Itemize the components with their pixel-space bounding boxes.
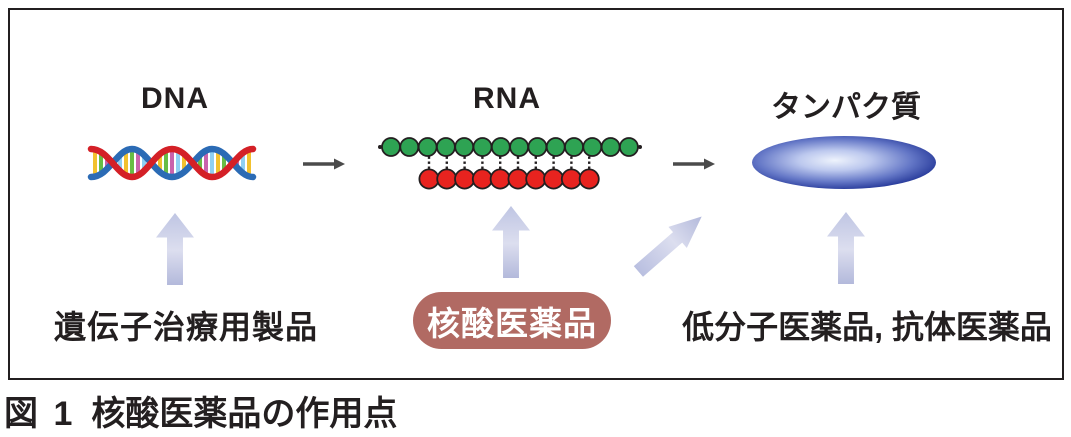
- nucleic-acid-badge: 核酸医薬品: [413, 292, 611, 349]
- figure-caption: 図 1 核酸医薬品の作用点: [4, 386, 397, 435]
- dna-title: DNA: [141, 82, 209, 115]
- small-molecule-antibody-label: 低分子医薬品, 抗体医薬品: [682, 309, 1052, 345]
- rna-to-protein-arrow-icon: [673, 158, 715, 170]
- dna-helix-icon: [87, 145, 257, 181]
- diagonal-arrow-icon: [629, 206, 711, 282]
- rna-strand-icon: [378, 137, 642, 190]
- figure-caption-title: 核酸医薬品の作用点: [91, 395, 398, 433]
- protein-title: タンパク質: [771, 91, 921, 124]
- dna-to-rna-arrow-icon: [303, 158, 345, 170]
- gene-therapy-label: 遺伝子治療用製品: [53, 309, 318, 345]
- rna-title: RNA: [473, 82, 541, 115]
- up-arrow-rna-icon: [492, 206, 530, 278]
- nucleic-acid-badge-label: 核酸医薬品: [427, 304, 597, 342]
- protein-ellipse-icon: [752, 136, 936, 189]
- up-arrow-dna-icon: [156, 213, 194, 285]
- up-arrow-protein-icon: [827, 212, 865, 284]
- figure-caption-label: 図 1: [4, 395, 76, 433]
- diagram-panel: DNA RNA タンパク質: [8, 8, 1064, 380]
